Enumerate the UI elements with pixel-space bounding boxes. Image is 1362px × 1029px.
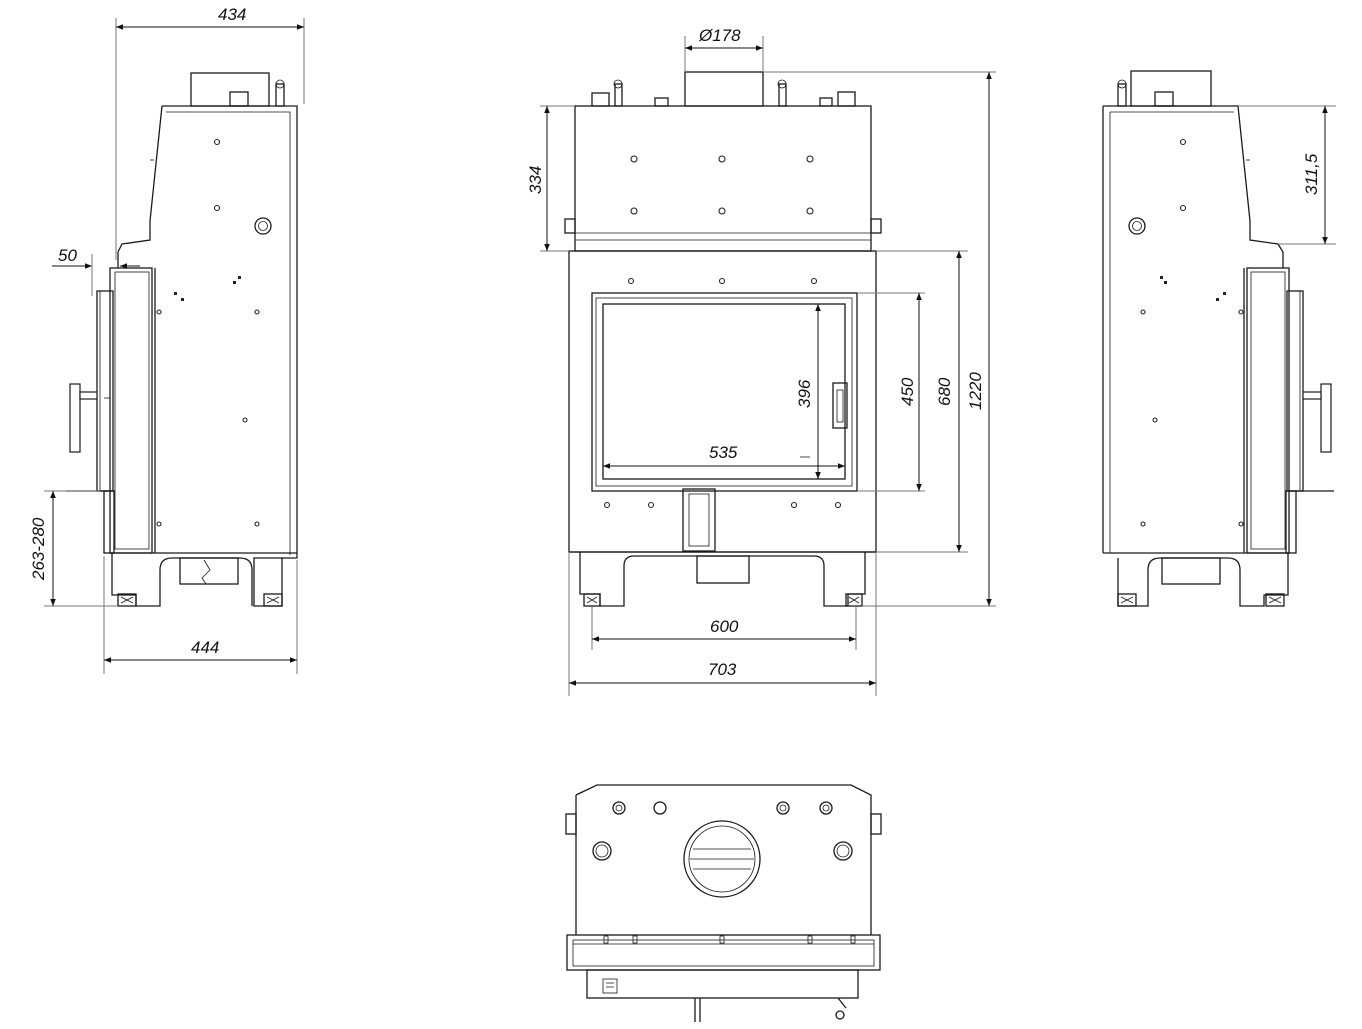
dim-door-height: 450 [898, 377, 917, 406]
dim-top-section-height: 334 [526, 166, 545, 194]
dim-glass-width: 535 [709, 443, 738, 462]
dim-glass-height: 396 [795, 379, 814, 408]
dim-leg-height: 263-280 [29, 517, 48, 581]
front-view [564, 71, 882, 607]
top-view [565, 784, 882, 1022]
dim-side-offset: 50 [58, 246, 77, 265]
side-view-right [1102, 70, 1334, 607]
dim-inner-width: 600 [710, 617, 739, 636]
dim-flue-diameter: Ø178 [698, 26, 741, 45]
right-dimensions: 311,5 [1238, 105, 1336, 245]
left-dimensions: 434 50 263-280 444 [29, 5, 305, 674]
dim-side-depth-top: 434 [218, 5, 246, 24]
side-view-left [66, 72, 298, 607]
dim-side-depth-bottom: 444 [191, 638, 219, 657]
dim-front-frame-height: 680 [935, 377, 954, 406]
front-dimensions: Ø178 334 396 450 680 1220 535 600 703 [526, 26, 996, 696]
dim-right-top-section-height: 311,5 [1302, 153, 1321, 195]
dim-total-height: 1220 [966, 372, 985, 410]
dim-total-width: 703 [708, 660, 737, 679]
